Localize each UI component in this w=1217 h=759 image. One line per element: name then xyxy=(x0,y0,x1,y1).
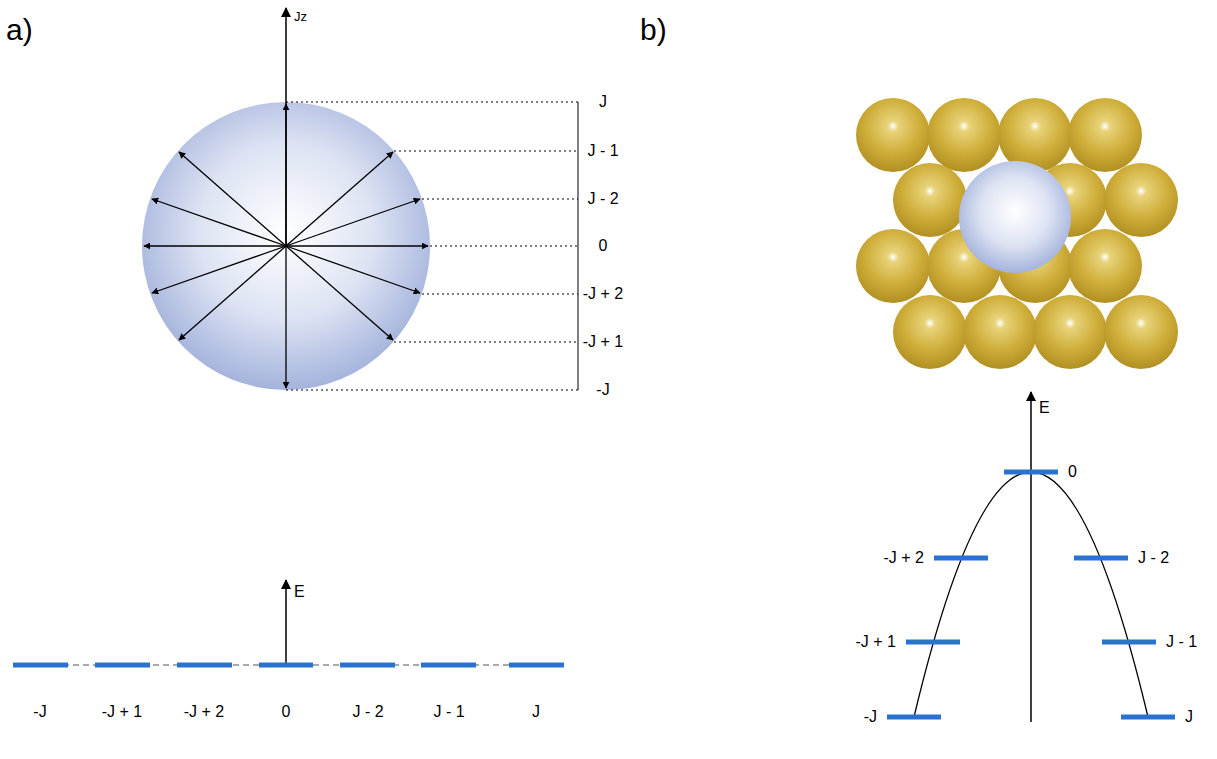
energy-level-bars xyxy=(887,715,941,720)
energy-level-bars xyxy=(421,663,476,668)
level-label: J - 1 xyxy=(1166,634,1197,650)
axis-label: E xyxy=(294,584,305,600)
angular-momentum-vectors xyxy=(152,199,286,246)
energy-axis xyxy=(1030,392,1032,722)
level-label: -J + 2 xyxy=(184,704,224,720)
host-lattice-atoms xyxy=(893,295,967,369)
level-guide-lines xyxy=(422,294,578,295)
energy-level-bars xyxy=(1004,470,1058,475)
angular-momentum-vectors xyxy=(286,246,420,293)
energy-level-bars xyxy=(13,663,68,668)
host-lattice-atoms xyxy=(927,98,1001,172)
level-label: 0 xyxy=(282,704,291,720)
angular-momentum-vectors xyxy=(144,104,428,388)
level-label: -J + 1 xyxy=(856,634,896,650)
angular-momentum-vectors xyxy=(179,246,286,340)
level-label: J - 2 xyxy=(1138,550,1169,566)
jz-axis xyxy=(286,8,287,246)
level-guide-lines xyxy=(422,199,578,200)
host-lattice-atoms xyxy=(1068,98,1142,172)
energy-level-bars xyxy=(887,472,1175,717)
anisotropy-barrier-curve xyxy=(914,472,1148,717)
angular-momentum-vectors xyxy=(286,199,420,246)
energy-level-bars xyxy=(1074,556,1128,561)
angular-momentum-vectors xyxy=(286,246,393,340)
angular-momentum-vectors xyxy=(144,245,286,246)
energy-level-bars xyxy=(906,640,960,645)
level-label: J xyxy=(532,704,540,720)
angular-momentum-vectors xyxy=(286,152,393,246)
level-label: J - 1 xyxy=(587,143,618,159)
energy-level-bars xyxy=(934,556,988,561)
level-guide-lines xyxy=(286,102,578,390)
energy-axis xyxy=(1031,392,1032,722)
level-label: -J xyxy=(596,382,609,398)
level-label: J xyxy=(599,94,607,110)
host-lattice-atoms xyxy=(893,163,967,237)
level-label: J xyxy=(1185,709,1193,725)
degenerate-link xyxy=(13,665,564,666)
level-label: J - 2 xyxy=(587,191,618,207)
magnetic-atom xyxy=(959,161,1071,273)
host-lattice-atoms xyxy=(856,98,930,172)
host-lattice-atoms xyxy=(856,229,930,303)
angular-momentum-vectors xyxy=(285,104,286,246)
host-lattice-atoms xyxy=(1104,295,1178,369)
angular-momentum-vectors xyxy=(285,246,286,388)
host-lattice-atoms xyxy=(856,98,1178,369)
host-lattice-atoms xyxy=(1033,295,1107,369)
axis-label: E xyxy=(1039,400,1050,416)
host-lattice-atoms xyxy=(1104,163,1178,237)
level-bracket xyxy=(578,102,579,390)
level-label: -J xyxy=(33,704,46,720)
panel-letter: a) xyxy=(6,15,33,45)
energy-level-bars xyxy=(509,663,564,668)
jz-axis xyxy=(285,8,287,246)
angular-momentum-sphere xyxy=(142,102,430,390)
level-label: -J + 2 xyxy=(884,550,924,566)
energy-level-bars xyxy=(259,663,313,668)
level-guide-lines xyxy=(430,246,578,247)
panel-letter: b) xyxy=(640,15,667,45)
energy-level-bars xyxy=(95,663,150,668)
energy-level-bars xyxy=(177,663,232,668)
degenerate-link xyxy=(13,665,564,666)
energy-level-bars xyxy=(1102,640,1156,645)
host-lattice-atoms xyxy=(998,98,1072,172)
level-label: J - 1 xyxy=(433,704,464,720)
level-label: J - 2 xyxy=(352,704,383,720)
level-label: -J xyxy=(864,709,877,725)
energy-level-bars xyxy=(13,663,564,668)
energy-level-bars xyxy=(1121,715,1175,720)
angular-momentum-vectors xyxy=(179,152,286,246)
level-label: -J + 2 xyxy=(583,286,623,302)
angular-momentum-vectors xyxy=(152,246,286,293)
energy-axis xyxy=(285,580,287,665)
host-lattice-atoms xyxy=(1068,229,1142,303)
host-lattice-atoms xyxy=(963,295,1037,369)
level-bracket xyxy=(578,102,579,390)
level-label: 0 xyxy=(1068,464,1077,480)
anisotropy-barrier-curve xyxy=(914,472,1148,717)
level-guide-lines xyxy=(394,342,578,343)
level-label: 0 xyxy=(599,238,608,254)
angular-momentum-sphere xyxy=(142,102,430,390)
level-guide-lines xyxy=(286,390,578,391)
level-guide-lines xyxy=(394,151,578,152)
energy-level-bars xyxy=(340,663,395,668)
axis-label: Jz xyxy=(294,10,307,23)
magnetic-atom xyxy=(959,161,1071,273)
angular-momentum-vectors xyxy=(286,245,428,246)
level-label: -J + 1 xyxy=(102,704,142,720)
level-label: -J + 1 xyxy=(583,334,623,350)
energy-axis xyxy=(286,580,287,665)
level-guide-lines xyxy=(286,102,578,103)
